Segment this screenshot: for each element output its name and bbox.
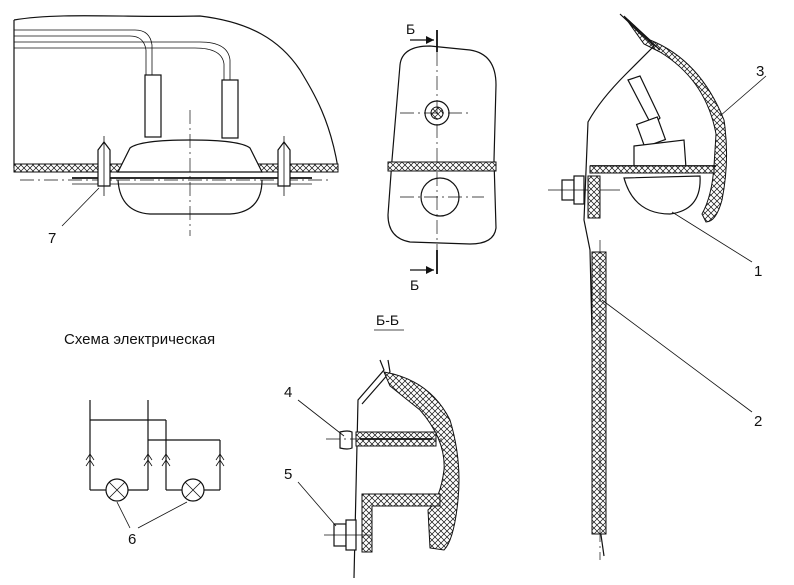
lamp-symbol-right: [181, 478, 205, 502]
section-mark-bottom: Б: [410, 277, 419, 293]
callout-1: 1: [754, 263, 762, 280]
callout-5: 5: [284, 466, 292, 483]
callout-6: 6: [128, 531, 136, 548]
callout-4: 4: [284, 384, 292, 401]
electrical-schematic: [85, 400, 225, 529]
callout-7: 7: [48, 230, 56, 247]
section-bb-detail: [297, 359, 460, 579]
section-mark-top: Б: [406, 21, 415, 37]
schematic-title: Схема электрическая: [64, 331, 215, 348]
top-view-lamp-mount: [13, 15, 339, 236]
center-view-lamp-face: [387, 30, 497, 274]
lamp-symbol-left: [105, 478, 129, 502]
callout-3: 3: [756, 63, 764, 80]
side-section-lamp: [548, 13, 767, 560]
section-title: Б-Б: [376, 312, 399, 328]
callout-2: 2: [754, 413, 762, 430]
